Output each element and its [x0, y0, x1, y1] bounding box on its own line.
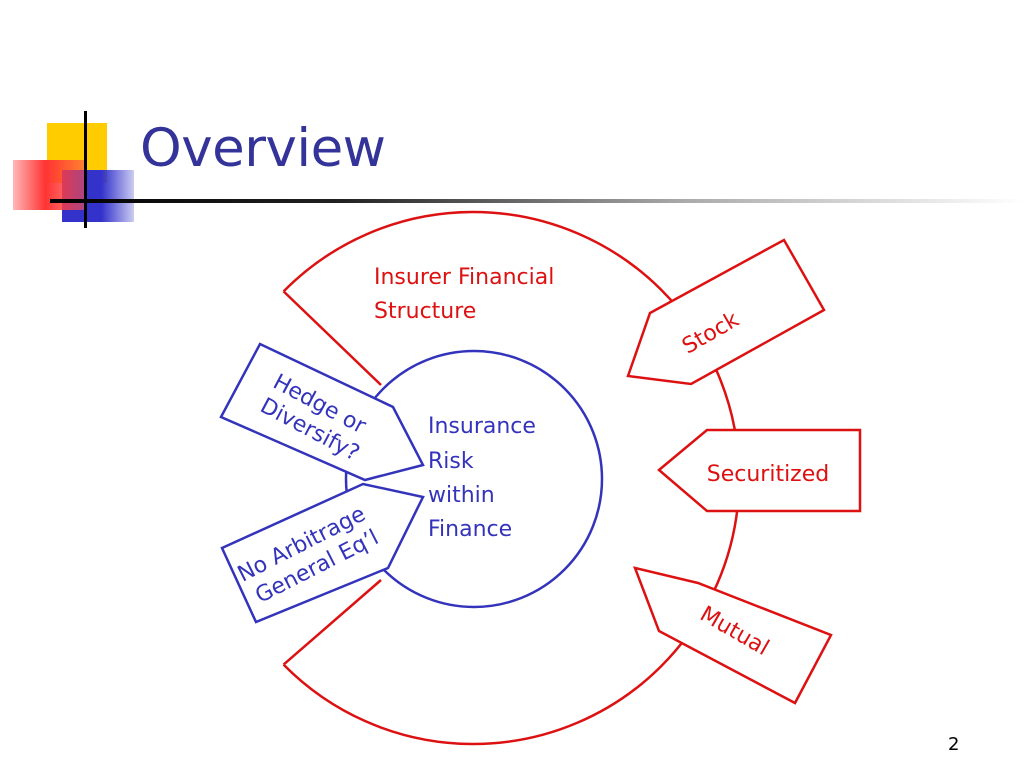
right-arrow-mutual: Mutual [632, 566, 833, 705]
inner-label: Insurance Risk within Finance [428, 414, 543, 542]
outer-label-line-1: Insurer Financial [374, 265, 554, 290]
title-underline [50, 199, 1024, 203]
inner-label-line-4: Finance [428, 517, 512, 542]
right-arrow-securitized-label: Securitized [707, 462, 829, 487]
outer-arc-wedge-top [282, 290, 382, 386]
left-arrow-hedge: Hedge or Diversify? [219, 342, 425, 482]
right-arrow-stock: Stock [626, 238, 826, 386]
right-arrow-securitized: Securitized [657, 428, 862, 513]
inner-label-line-2: Risk [428, 449, 474, 474]
page-number: 2 [948, 734, 960, 755]
inner-circle [344, 349, 604, 609]
outer-label: Insurer Financial Structure [374, 265, 561, 324]
inner-label-line-3: within [428, 483, 495, 508]
inner-label-line-1: Insurance [428, 414, 536, 439]
slide-title: Overview [140, 118, 386, 179]
outer-label-line-2: Structure [374, 299, 476, 324]
outer-arc-wedge-bottom [282, 579, 382, 666]
left-arrow-arbitrage: No Arbitrage General Eq’l [220, 482, 425, 624]
decorative-vertical-line [84, 111, 87, 228]
